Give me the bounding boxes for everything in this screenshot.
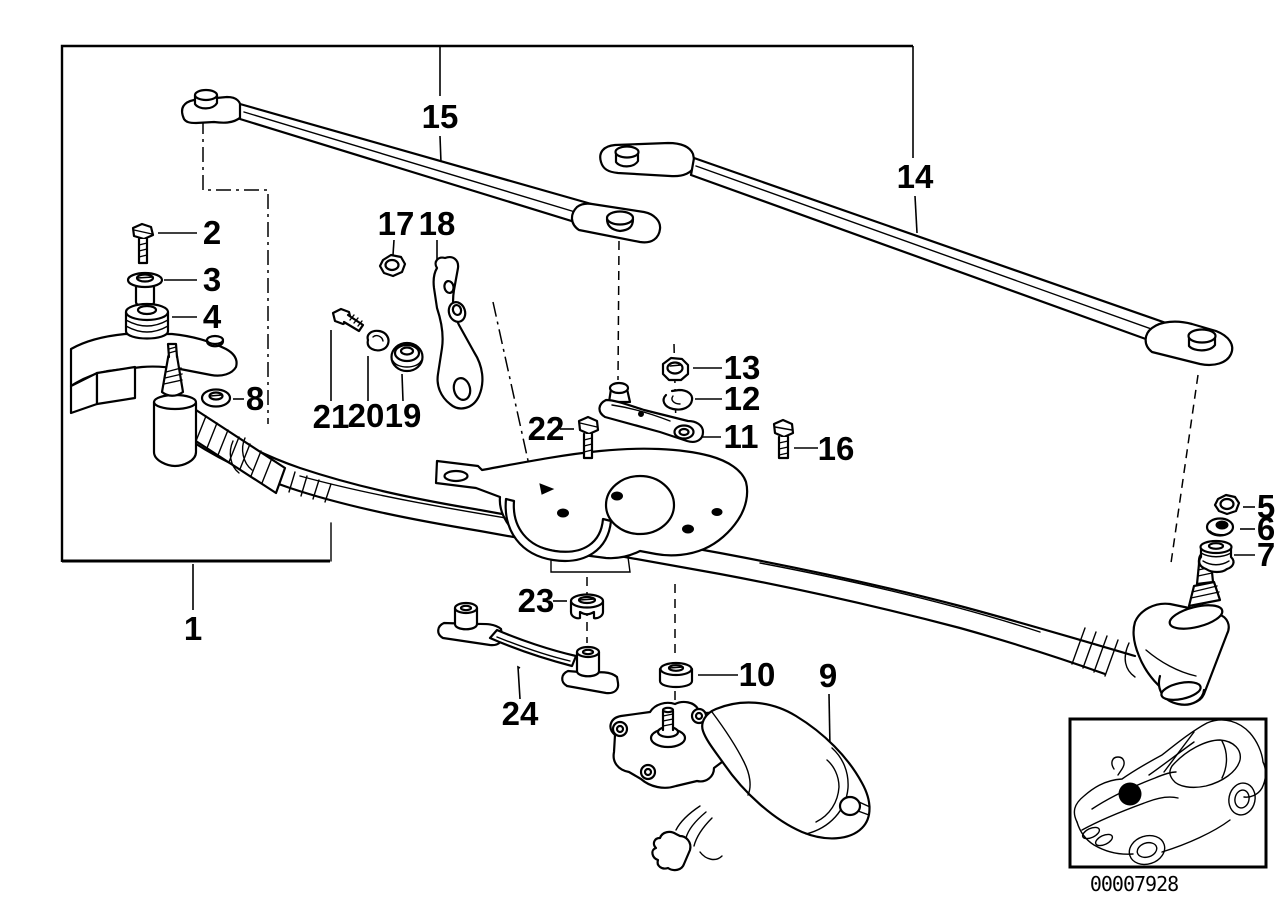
callout-11: 11	[724, 418, 759, 455]
callout-4: 4	[203, 298, 222, 335]
callout-21: 21	[313, 398, 350, 435]
callout-14: 14	[897, 158, 934, 195]
drive-rod-15	[180, 88, 662, 244]
rod-15-left-pin	[193, 88, 219, 110]
bracket-18	[432, 256, 484, 410]
crank-arm-11	[598, 381, 705, 443]
protection-cap-7	[1198, 539, 1235, 574]
hex-bolt-16	[772, 418, 795, 460]
locking-cap-23	[569, 593, 605, 620]
grommet-8	[200, 388, 232, 408]
washer-20	[366, 329, 390, 352]
motor-spindle	[649, 706, 687, 749]
bushing-3	[126, 271, 164, 308]
image-code-label: 00007928	[1090, 872, 1178, 896]
pivot-bearing-right	[1132, 550, 1230, 706]
callout-2: 2	[203, 214, 221, 251]
callout-12: 12	[724, 380, 761, 417]
callout-10: 10	[739, 656, 776, 693]
callout-8: 8	[246, 380, 264, 417]
hex-bolt-2	[131, 222, 155, 265]
motor-connector	[651, 805, 723, 872]
washer-6	[1205, 517, 1235, 537]
rod-14-right-pin	[1187, 328, 1217, 352]
hex-nut-13	[661, 356, 690, 382]
frame-bracket-lines	[60, 44, 913, 563]
grommet-19	[390, 341, 424, 373]
callout-22: 22	[528, 410, 565, 447]
hex-nut-5	[1213, 493, 1241, 516]
car-thumbnail	[1073, 719, 1267, 866]
callout-7: 7	[1257, 536, 1275, 573]
rod-15-right-pin	[605, 210, 635, 233]
wiper-spindle	[160, 342, 185, 397]
mounting-plate	[434, 447, 749, 573]
location-marker-dot	[1118, 782, 1142, 806]
tube-end-ribs	[1071, 627, 1136, 678]
callout-1: 1	[184, 610, 202, 647]
drive-rod-14	[599, 141, 1234, 367]
leader-lines	[158, 46, 1255, 749]
hex-bolt-21	[331, 307, 365, 333]
callout-3: 3	[203, 261, 221, 298]
console-bracket-assembly	[69, 332, 238, 468]
grommet-10	[658, 661, 694, 689]
callout-18: 18	[419, 205, 456, 242]
tube-ribbed-sleeve	[183, 408, 332, 503]
console-ball-pin	[205, 334, 225, 348]
hex-nut-17	[378, 253, 407, 278]
wiper-motor-9	[609, 700, 871, 872]
callout-6: 6	[1257, 510, 1275, 547]
callout-15: 15	[422, 98, 459, 135]
rod-14-left-pin	[614, 145, 640, 168]
callout-16: 16	[818, 430, 855, 467]
car-inset: 00007928	[1068, 717, 1268, 896]
connecting-link-24	[437, 601, 620, 695]
lock-washer-12	[662, 388, 694, 411]
plate-saddle-strap	[504, 497, 631, 573]
rubber-mount-4	[124, 302, 170, 340]
callout-13: 13	[724, 349, 761, 386]
callout-17: 17	[378, 205, 415, 242]
callout-19: 19	[385, 397, 422, 434]
motor-canister	[701, 701, 871, 840]
callout-5: 5	[1257, 488, 1275, 525]
callout-20: 20	[348, 397, 385, 434]
callout-23: 23	[518, 582, 555, 619]
callout-9: 9	[819, 657, 837, 694]
callout-24: 24	[502, 695, 539, 732]
hex-bolt-22	[577, 415, 600, 460]
